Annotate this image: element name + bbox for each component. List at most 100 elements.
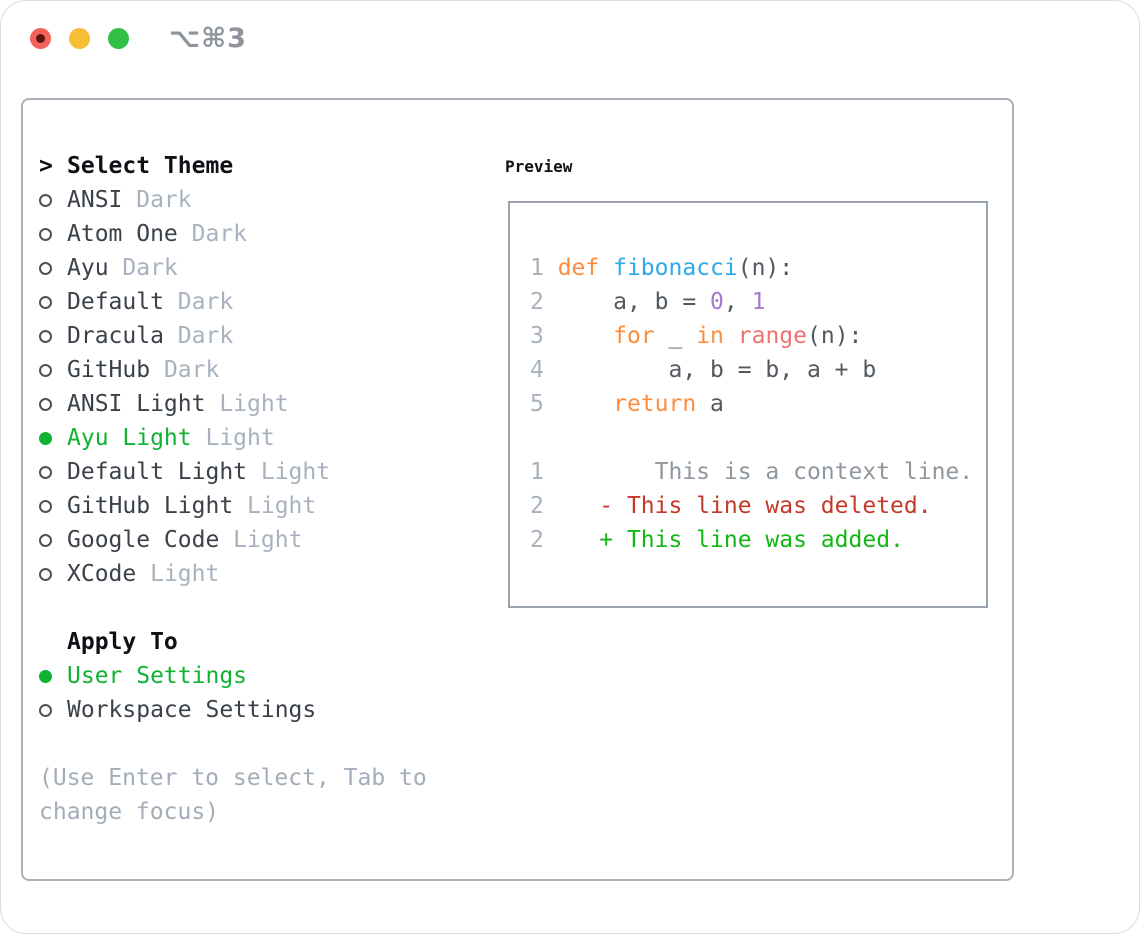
minimize-button[interactable] <box>69 28 90 49</box>
theme-variant-badge: Dark <box>150 357 220 383</box>
theme-option-ayu-light[interactable]: Ayu Light Light <box>39 421 427 455</box>
theme-variant-badge: Dark <box>163 289 234 315</box>
theme-name: GitHub <box>67 357 151 383</box>
select-theme-title: Select Theme <box>67 153 234 179</box>
maximize-button[interactable] <box>108 28 129 49</box>
theme-option-dracula[interactable]: Dracula Dark <box>39 319 427 353</box>
theme-variant-badge: Light <box>233 493 317 519</box>
close-button[interactable] <box>30 28 51 49</box>
line-number <box>530 425 558 451</box>
theme-name: ANSI Light <box>67 391 206 417</box>
radio-marker <box>39 363 67 377</box>
code-line <box>530 421 986 455</box>
line-number: 3 <box>530 323 558 349</box>
theme-variant-badge: Dark <box>122 187 192 213</box>
theme-option-github[interactable]: GitHub Dark <box>39 353 427 387</box>
radio-marker <box>39 261 67 275</box>
code-line: 1 def fibonacci(n): <box>530 251 986 285</box>
apply-option-label: Workspace Settings <box>67 697 317 723</box>
radio-marker <box>39 465 67 479</box>
code-segment-plain <box>558 323 613 349</box>
radio-marker <box>39 295 67 309</box>
code-segment-keyword: in <box>696 323 724 349</box>
close-dot-icon <box>36 34 45 43</box>
theme-variant-badge: Dark <box>163 323 234 349</box>
theme-option-default-light[interactable]: Default Light Light <box>39 455 427 489</box>
code-segment-plain: (n): <box>807 323 863 349</box>
radio-marker <box>39 431 67 445</box>
radio-icon <box>39 669 52 683</box>
radio-marker <box>39 703 67 717</box>
help-text: (Use Enter to select, Tab to change focus… <box>39 761 427 829</box>
apply-to-header: Apply To <box>39 625 427 659</box>
window-title: ⌥⌘3 <box>169 23 247 54</box>
code-line: 4 a, b = b, a + b <box>530 353 986 387</box>
radio-icon <box>39 295 52 309</box>
line-number: 4 <box>530 357 558 383</box>
apply-option-workspace-settings[interactable]: Workspace Settings <box>39 693 427 727</box>
theme-option-github-light[interactable]: GitHub Light Light <box>39 489 427 523</box>
radio-icon <box>39 193 52 207</box>
theme-name: Ayu <box>67 255 109 281</box>
radio-icon <box>39 261 52 275</box>
radio-icon <box>39 703 52 717</box>
code-segment-keyword: for <box>613 323 655 349</box>
theme-option-ansi[interactable]: ANSI Dark <box>39 183 427 217</box>
cursor-arrow-icon: > <box>39 153 53 179</box>
code-line: 5 return a <box>530 387 986 421</box>
code-segment-builtin: range <box>737 323 807 349</box>
code-segment-plain <box>599 255 613 281</box>
radio-icon <box>39 329 52 343</box>
radio-marker <box>39 397 67 411</box>
theme-name: Ayu Light <box>67 425 192 451</box>
theme-name: Atom One <box>67 221 178 247</box>
window-controls <box>30 28 129 49</box>
theme-name: Dracula <box>67 323 164 349</box>
help-text-line: change focus) <box>39 799 220 825</box>
code-segment-plain: _ <box>654 323 697 349</box>
radio-icon <box>39 533 52 547</box>
code-segment-context: This is a context line. <box>557 459 974 485</box>
code-segment-number: 0 <box>710 289 724 315</box>
code-segment-removed: - This line was deleted. <box>557 493 932 519</box>
help-text-line: (Use Enter to select, Tab to <box>39 765 427 791</box>
theme-option-ayu[interactable]: Ayu Dark <box>39 251 427 285</box>
code-segment-function: fibonacci <box>613 255 738 281</box>
theme-variant-badge: Light <box>247 459 331 485</box>
theme-name: ANSI <box>67 187 123 213</box>
code-line: 1 This is a context line. <box>530 455 986 489</box>
code-line: 2 a, b = 0, 1 <box>530 285 986 319</box>
theme-variant-badge: Dark <box>177 221 248 247</box>
radio-marker <box>39 227 67 241</box>
apply-option-label: User Settings <box>67 663 248 689</box>
code-segment-plain: a, b = b, a + b <box>557 357 877 383</box>
code-segment-plain: a <box>696 391 724 417</box>
theme-name: GitHub Light <box>67 493 234 519</box>
theme-option-default[interactable]: Default Dark <box>39 285 427 319</box>
radio-marker <box>39 567 67 581</box>
code-segment-plain: a, b = <box>557 289 711 315</box>
cursor-marker: > <box>39 153 67 179</box>
radio-icon <box>39 227 52 241</box>
spacer <box>39 591 427 625</box>
radio-marker <box>39 193 67 207</box>
theme-option-ansi-light[interactable]: ANSI Light Light <box>39 387 427 421</box>
theme-option-atom-one[interactable]: Atom One Dark <box>39 217 427 251</box>
code-segment-keyword: return <box>613 391 697 417</box>
theme-option-xcode[interactable]: XCode Light <box>39 557 427 591</box>
code-segment-number: 1 <box>751 289 766 315</box>
theme-option-google-code[interactable]: Google Code Light <box>39 523 427 557</box>
line-number: 5 <box>530 391 558 417</box>
radio-marker <box>39 669 67 683</box>
code-segment-plain: (n): <box>737 255 794 281</box>
theme-name: Default Light <box>67 459 248 485</box>
apply-option-user-settings[interactable]: User Settings <box>39 659 427 693</box>
line-number: 2 <box>530 527 558 553</box>
radio-marker <box>39 329 67 343</box>
code-segment-keyword: def <box>557 255 600 281</box>
